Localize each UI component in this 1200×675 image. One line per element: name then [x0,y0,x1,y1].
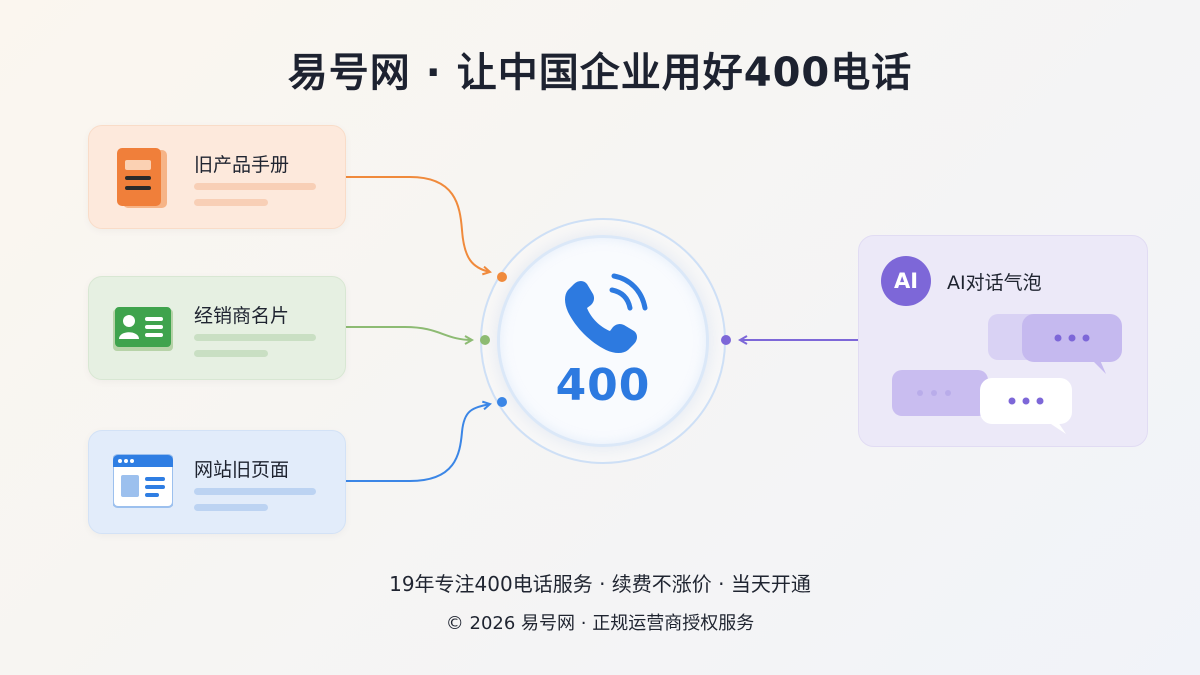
placeholder-line [194,504,268,511]
connector-manual [346,176,490,272]
page-title: 易号网 · 让中国企业用好400电话 [287,50,913,96]
source-card-manual: 旧产品手册 [88,125,346,229]
placeholder-line [194,350,268,357]
footer: © 2026 易号网 · 正规运营商授权服务 [445,613,755,634]
source-label: 网站旧页面 [194,459,290,481]
source-card-webpage: 网站旧页面 [88,430,346,534]
placeholder-line [194,199,268,206]
tagline: 19年专注400电话服务 · 续费不涨价 · 当天开通 [389,572,811,596]
connector-webpage [346,404,490,482]
webpage-icon [113,454,173,508]
source-label: 经销商名片 [194,305,290,327]
source-label: 旧产品手册 [194,154,290,176]
ai-badge: AI [881,256,931,306]
ai-label: AI对话气泡 [947,272,1042,294]
manual-book-icon [117,148,167,208]
source-card-business-card: 经销商名片 [88,276,346,380]
placeholder-line [194,488,316,495]
placeholder-line [194,334,316,341]
hub-number: 400 [555,360,651,411]
business-card-icon [113,307,173,351]
placeholder-line [194,183,316,190]
chat-bubbles-icon [892,314,1122,434]
phone-ringing-icon [565,273,648,353]
connector-card [346,326,472,340]
